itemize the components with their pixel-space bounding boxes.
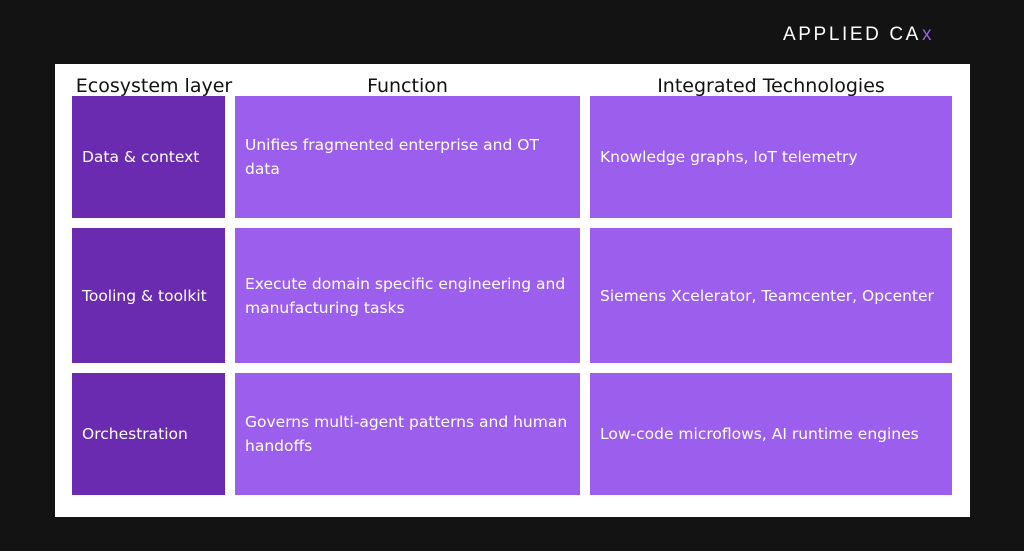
row-1-tech-cell: Knowledge graphs, IoT telemetry xyxy=(590,96,952,218)
row-3-tech-cell: Low-code microflows, AI runtime engines xyxy=(590,373,952,495)
brand-accent-letter: x xyxy=(921,24,935,45)
row-2-layer-cell: Tooling & toolkit xyxy=(72,228,225,363)
row-2-tech-cell: Siemens Xcelerator, Teamcenter, Opcenter xyxy=(590,228,952,363)
row-1-layer-cell: Data & context xyxy=(72,96,225,218)
row-2-function-cell: Execute domain specific engineering and … xyxy=(235,228,580,363)
row-3-layer-cell: Orchestration xyxy=(72,373,225,495)
ecosystem-table: Ecosystem layer Function Integrated Tech… xyxy=(55,64,970,517)
brand-name: APPLIED CA xyxy=(783,24,921,45)
row-3-function-cell: Governs multi-agent patterns and human h… xyxy=(235,373,580,495)
row-1-function-cell: Unifies fragmented enterprise and OT dat… xyxy=(235,96,580,218)
header-integrated-technologies: Integrated Technologies xyxy=(657,75,885,97)
header-function: Function xyxy=(367,75,448,97)
header-ecosystem-layer: Ecosystem layer xyxy=(75,75,233,97)
